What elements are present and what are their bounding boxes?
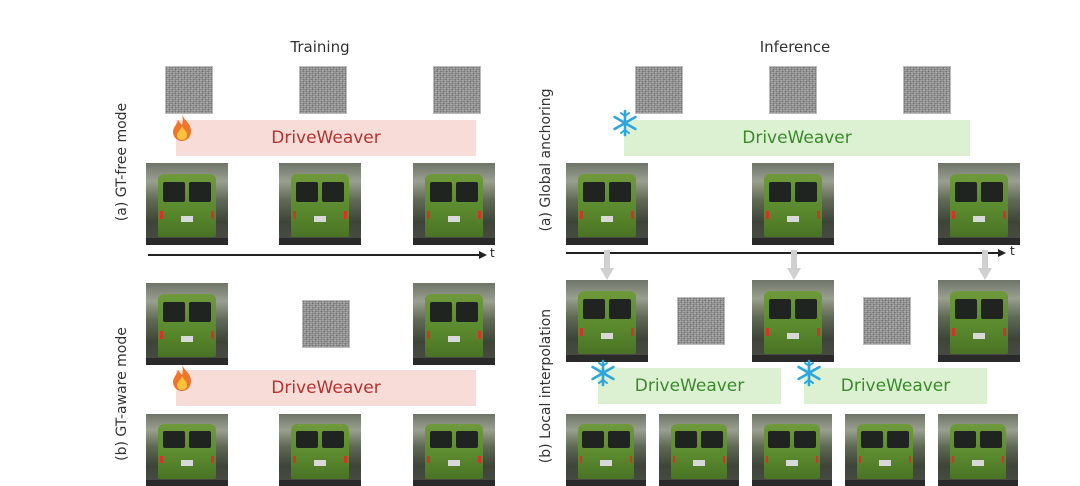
noise-latent xyxy=(769,66,817,114)
vehicle-frame xyxy=(146,163,228,245)
driveweaver-label: DriveWeaver xyxy=(271,378,381,398)
down-arrow xyxy=(787,250,801,280)
vehicle-frame xyxy=(279,163,361,245)
noise-latent xyxy=(677,297,725,345)
time-axis-arrowhead xyxy=(479,251,487,259)
time-axis xyxy=(148,254,481,256)
time-axis-arrowhead xyxy=(998,249,1006,257)
local-interpolation-label: (b) Local interpolation xyxy=(538,308,554,464)
training-heading: Training xyxy=(290,38,350,56)
vehicle-frame xyxy=(413,283,495,365)
vehicle-frame xyxy=(146,414,228,486)
vehicle-frame xyxy=(659,414,739,486)
gt-free-mode-label: (a) GT-free mode xyxy=(114,102,130,222)
vehicle-frame xyxy=(413,163,495,245)
noise-latent xyxy=(433,66,481,114)
noise-latent xyxy=(302,300,350,348)
noise-latent xyxy=(299,66,347,114)
vehicle-frame xyxy=(566,414,646,486)
vehicle-frame xyxy=(752,280,834,362)
time-axis-label: t xyxy=(1010,244,1015,258)
driveweaver-block-infer: DriveWeaver xyxy=(598,368,781,404)
gt-aware-mode-label: (b) GT-aware mode xyxy=(114,327,130,461)
snowflake-icon xyxy=(610,108,640,138)
driveweaver-label: DriveWeaver xyxy=(840,376,951,396)
down-arrow xyxy=(600,250,614,280)
inference-heading: Inference xyxy=(759,38,831,56)
driveweaver-block-infer: DriveWeaver xyxy=(804,368,987,404)
time-axis xyxy=(566,252,1000,254)
vehicle-frame xyxy=(938,163,1020,245)
fire-icon xyxy=(170,114,194,142)
vehicle-frame xyxy=(752,163,834,245)
snowflake-icon xyxy=(588,358,618,388)
vehicle-frame xyxy=(845,414,925,486)
vehicle-frame xyxy=(146,283,228,365)
vehicle-frame xyxy=(413,414,495,486)
vehicle-frame xyxy=(566,163,648,245)
global-anchoring-label: (a) Global anchoring xyxy=(538,88,554,232)
vehicle-frame xyxy=(938,414,1018,486)
noise-latent xyxy=(863,297,911,345)
fire-icon xyxy=(170,364,194,392)
driveweaver-label: DriveWeaver xyxy=(742,128,852,148)
noise-latent xyxy=(903,66,951,114)
noise-latent xyxy=(635,66,683,114)
down-arrow xyxy=(978,250,992,280)
noise-latent xyxy=(165,66,213,114)
time-axis-label: t xyxy=(490,246,495,260)
snowflake-icon xyxy=(794,358,824,388)
driveweaver-label: DriveWeaver xyxy=(634,376,745,396)
vehicle-frame xyxy=(938,280,1020,362)
vehicle-frame xyxy=(566,280,648,362)
vehicle-frame xyxy=(279,414,361,486)
vehicle-frame xyxy=(752,414,832,486)
driveweaver-block-train: DriveWeaver xyxy=(176,370,476,406)
driveweaver-block-train: DriveWeaver xyxy=(176,120,476,156)
driveweaver-block-infer: DriveWeaver xyxy=(624,120,970,156)
driveweaver-label: DriveWeaver xyxy=(271,128,381,148)
